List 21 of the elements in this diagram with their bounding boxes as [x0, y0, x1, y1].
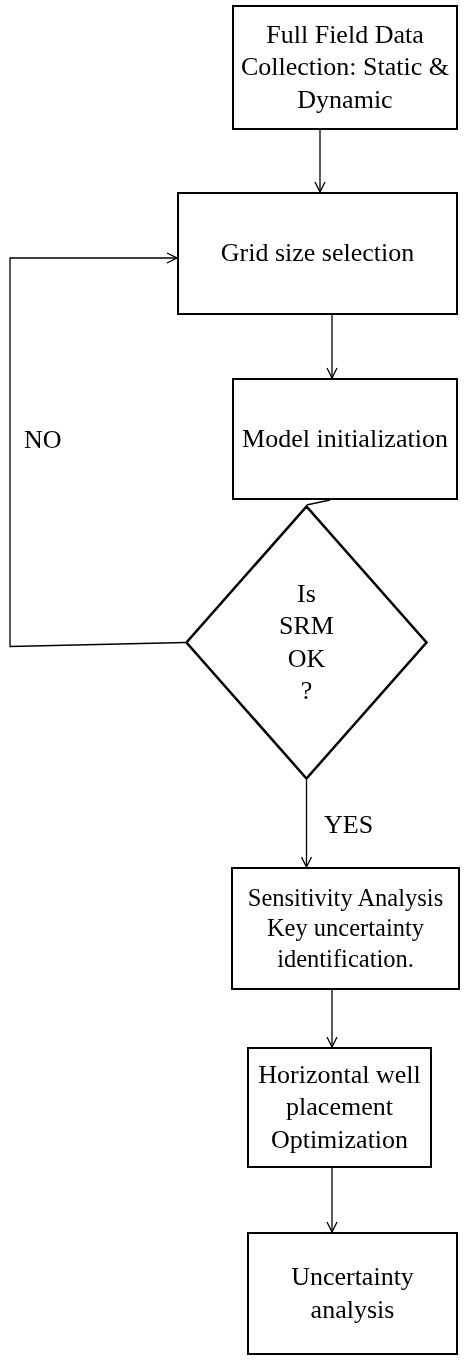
step-text: Grid size selection [219, 237, 416, 270]
process-box [232, 378, 458, 500]
arrow [326, 314, 338, 379]
arrow [300, 779, 313, 868]
arrow [9, 252, 186, 648]
process-box [232, 5, 458, 130]
connector-line [305, 499, 331, 506]
arrow [314, 129, 326, 193]
step-text: Horizontal well placement Optimization [257, 1058, 422, 1156]
step-text: Sensitivity Analysis Key uncertainty identification. [246, 882, 445, 974]
process-box [231, 867, 460, 990]
step-text: Model initialization [241, 422, 449, 455]
arrow [326, 989, 338, 1048]
process-box [247, 1047, 432, 1168]
step-text: Full Field Data Collection: Static & Dynamic [240, 18, 450, 116]
decision-diamond [185, 505, 428, 780]
step-text: Uncertainty analysis [290, 1261, 415, 1326]
process-box [177, 192, 458, 315]
arrow [326, 1167, 338, 1233]
decision-text: Is SRM OK ? [279, 577, 334, 707]
process-box [247, 1232, 458, 1355]
